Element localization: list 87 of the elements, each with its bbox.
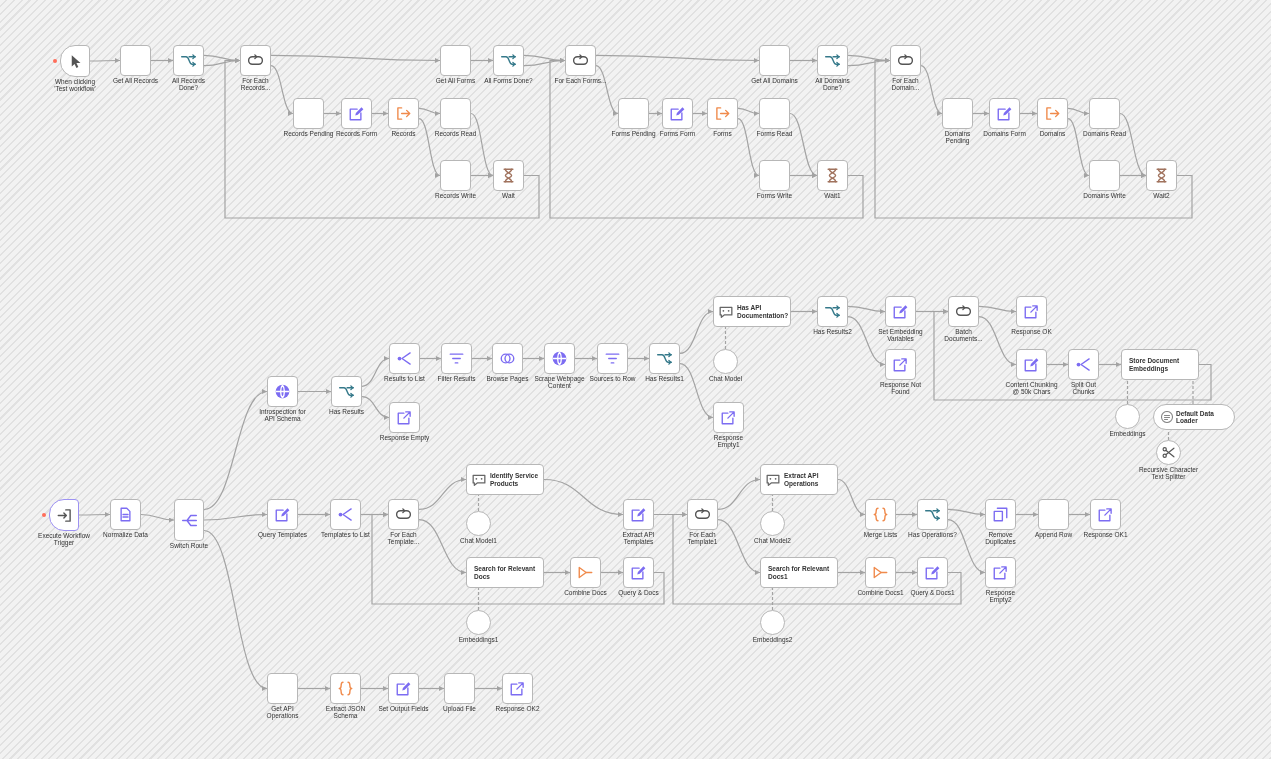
connector-arrow: [470, 112, 494, 177]
workflow-node: [466, 464, 544, 495]
connector-arrow: [150, 58, 174, 63]
connector-arrow: [972, 111, 990, 116]
connector-arrow: [847, 305, 886, 314]
connector-arrow: [790, 309, 818, 314]
connector-arrow: [933, 309, 1212, 401]
connector-arrow: [371, 512, 665, 605]
connector-arrow: [837, 570, 866, 575]
connector-arrow: [418, 519, 467, 574]
connector-arrow: [717, 519, 761, 574]
dashed-connector: [724, 326, 727, 350]
connector-arrow: [595, 54, 760, 63]
connector-arrow: [737, 107, 760, 116]
connector-arrow: [648, 111, 663, 116]
connector-arrow: [522, 356, 545, 361]
connector-arrow: [737, 118, 760, 177]
connector-arrow: [978, 305, 1017, 314]
dashed-connector: [477, 587, 480, 611]
connector-arrow: [418, 477, 467, 510]
connector-arrow: [360, 686, 389, 691]
connector-arrow: [323, 111, 342, 116]
connector-arrow: [1067, 118, 1090, 177]
connector-arrow: [224, 58, 540, 219]
connector-arrow: [418, 118, 441, 177]
connector-arrow: [920, 65, 943, 115]
connector-arrow: [627, 356, 650, 361]
connector-arrow: [371, 111, 389, 116]
connector-arrow: [595, 65, 619, 115]
connector-arrow: [679, 310, 714, 354]
connector-arrow: [895, 512, 918, 517]
connector-arrow: [203, 390, 268, 511]
connector-arrow: [419, 356, 442, 361]
connector-arrow: [543, 478, 624, 517]
connector-arrow: [1067, 107, 1090, 116]
connector-arrow: [1119, 112, 1147, 177]
connector-arrow: [574, 356, 598, 361]
connector-arrow: [1068, 512, 1091, 517]
connector-arrow: [470, 58, 494, 63]
connector-arrow: [847, 316, 886, 366]
connector-arrow: [947, 508, 986, 517]
connector-arrow: [78, 512, 111, 517]
workflow-node: [1121, 349, 1199, 380]
connector-arrow: [978, 316, 1017, 366]
connector-arrow: [717, 477, 761, 510]
connector-arrow: [1098, 362, 1122, 367]
connector-arrow: [1015, 512, 1039, 517]
workflow-node: [713, 296, 791, 327]
connector-arrow: [297, 686, 331, 691]
connector-arrow: [203, 529, 268, 690]
connector-arrow: [89, 58, 121, 63]
connector-arrow: [297, 512, 331, 517]
connector-arrow: [270, 54, 441, 63]
workflow-node: [760, 557, 838, 588]
connector-arrow: [672, 512, 962, 605]
workflow-node: [466, 557, 544, 588]
connector-arrow: [418, 107, 441, 116]
connector-arrow: [203, 512, 268, 521]
connector-arrow: [789, 112, 818, 177]
connector-arrow: [874, 58, 1193, 219]
connector-arrow: [692, 111, 708, 116]
connector-arrow: [789, 58, 818, 63]
connector-arrow: [418, 686, 445, 691]
connector-arrow: [600, 570, 624, 575]
connector-arrow: [679, 363, 714, 419]
connector-arrow: [895, 570, 918, 575]
connector-arrow: [549, 58, 864, 219]
dashed-connector: [1126, 379, 1129, 405]
connector-arrow: [270, 65, 294, 115]
connector-arrow: [361, 396, 390, 420]
connector-arrow: [474, 686, 503, 691]
connector-arrow: [1046, 362, 1069, 367]
connector-arrow: [1119, 173, 1147, 178]
connector-arrow: [789, 173, 818, 178]
connector-arrow: [297, 389, 332, 394]
workflow-node: [760, 464, 838, 495]
connector-arrow: [140, 513, 175, 523]
connector-arrow: [361, 356, 390, 387]
connector-arrow: [543, 570, 571, 575]
connector-arrow: [947, 519, 986, 574]
sub-node: [1153, 404, 1235, 430]
connector-arrow: [470, 173, 494, 178]
connector-arrow: [1019, 111, 1038, 116]
dashed-connector: [1167, 429, 1170, 441]
connector-arrow: [837, 478, 866, 516]
connector-arrow: [471, 356, 493, 361]
dashed-connector: [771, 587, 774, 611]
